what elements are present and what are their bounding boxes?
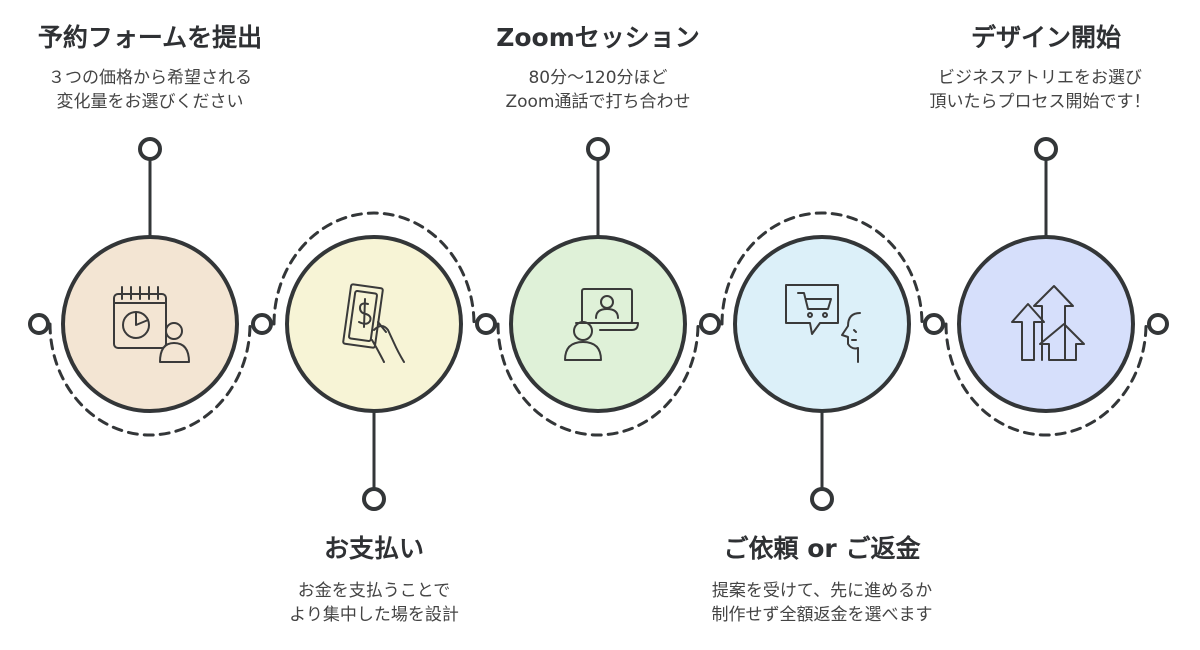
step-5-desc-line-2: 頂いたらプロセス開始です！ (929, 92, 1151, 112)
cart-speech-person-icon (785, 284, 861, 363)
step-2-desc-line-2: より集中した場を設計 (289, 605, 459, 625)
step-circle-2 (285, 235, 463, 413)
step-2-description: お金を支払うことで より集中した場を設計 (214, 579, 534, 627)
step-3-description: 80分〜120分ほど Zoom通話で打ち合わせ (438, 66, 758, 114)
stem-dot-step-3 (586, 137, 610, 161)
step-1-desc-line-1: ３つの価格から希望される (48, 68, 252, 88)
step-2-desc-line-1: お金を支払うことで (297, 581, 451, 601)
step-2-title: お支払い (323, 534, 424, 563)
calendar-chart-person-icon (113, 286, 190, 363)
hand-cash-icon (342, 283, 405, 363)
step-5-desc-line-1: ビジネスアトリエをお選び (938, 68, 1142, 88)
stem-dot-step-2 (362, 487, 386, 511)
stem-dot-step-5 (1034, 137, 1058, 161)
baseline-dots (28, 313, 1169, 335)
baseline-dot (475, 313, 497, 335)
step-4-desc-line-2: 制作せず全額返金を選べます (711, 605, 933, 625)
step-3-desc-line-2: Zoom通話で打ち合わせ (505, 92, 691, 112)
baseline-dot (1147, 313, 1169, 335)
step-4-desc-line-1: 提案を受けて、先に進めるか (711, 581, 933, 601)
step-5-title: デザイン開始 (970, 23, 1121, 52)
stem-dot-step-4 (810, 487, 834, 511)
baseline-dot (699, 313, 721, 335)
baseline-dot (923, 313, 945, 335)
stem-dot-step-1 (138, 137, 162, 161)
step-3-title: Zoomセッション (496, 23, 700, 52)
step-circle-1 (61, 235, 239, 413)
step-3-desc-line-1: 80分〜120分ほど (528, 68, 668, 88)
dashed-connector (48, 211, 1148, 437)
video-call-icon (564, 288, 639, 361)
growth-arrows-icon (1011, 285, 1085, 361)
step-5-description: ビジネスアトリエをお選び 頂いたらプロセス開始です！ (880, 66, 1200, 114)
baseline-dot (28, 313, 50, 335)
step-1-title: 予約フォームを提出 (37, 23, 263, 52)
baseline-dot (251, 313, 273, 335)
step-1-description: ３つの価格から希望される 変化量をお選びください (0, 66, 310, 114)
step-circle-5 (957, 235, 1135, 413)
step-4-description: 提案を受けて、先に進めるか 制作せず全額返金を選べます (662, 579, 982, 627)
step-4-title: ご依頼 or ご返金 (723, 534, 921, 563)
stem-dots (138, 137, 1058, 511)
stems (148, 160, 1048, 488)
step-1-desc-line-2: 変化量をお選びください (56, 92, 244, 112)
